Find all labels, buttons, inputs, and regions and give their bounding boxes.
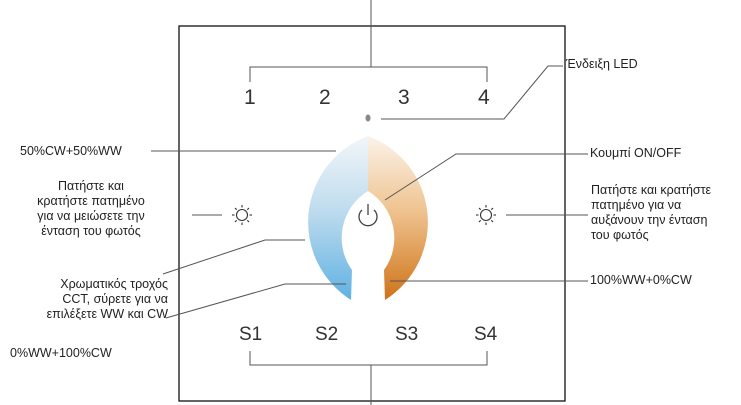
leader-onoff [384,153,588,201]
button-1[interactable]: 1 [244,86,256,109]
label-cct-wheel: Χρωματικός τροχός CCT, σύρετε για να επι… [46,277,168,321]
warm-arc [368,136,428,300]
leader-ww0 [165,283,346,319]
scene-button-s1[interactable]: S1 [239,324,263,345]
brightness-up-icon[interactable] [476,205,496,225]
label-100ww-0cw: 100%WW+0%CW [590,273,692,287]
label-increase-brightness: Πατήστε και κρατήστε πατημένο για να αυξ… [591,183,712,242]
power-icon[interactable] [358,204,378,227]
scene-button-s2[interactable]: S2 [315,324,339,345]
leader-lines [151,65,588,319]
led-indicator-icon [365,114,371,122]
button-2[interactable]: 2 [319,86,331,109]
label-decrease-brightness: Πατήστε και κρατήστε πατημένο για να μει… [37,179,145,238]
button-4[interactable]: 4 [478,86,490,109]
label-onoff-button: Κουμπί ON/OFF [590,146,682,160]
scene-button-s4[interactable]: S4 [474,324,498,345]
leader-led [381,65,563,120]
scene-button-s3[interactable]: S3 [395,324,419,345]
top-buttons-bracket [249,0,488,82]
scene-buttons-bracket [249,351,488,405]
leader-wheel [162,239,305,275]
panel-frame [178,25,566,402]
label-50cw-50ww: 50%CW+50%WW [20,144,122,158]
label-led-indicator: Ένδειξη LED [566,57,638,71]
cct-color-wheel[interactable] [308,136,428,300]
brightness-down-icon[interactable] [232,205,252,225]
label-0ww-100cw: 0%WW+100%CW [10,346,112,360]
button-3[interactable]: 3 [398,86,410,109]
cool-arc [308,136,368,300]
